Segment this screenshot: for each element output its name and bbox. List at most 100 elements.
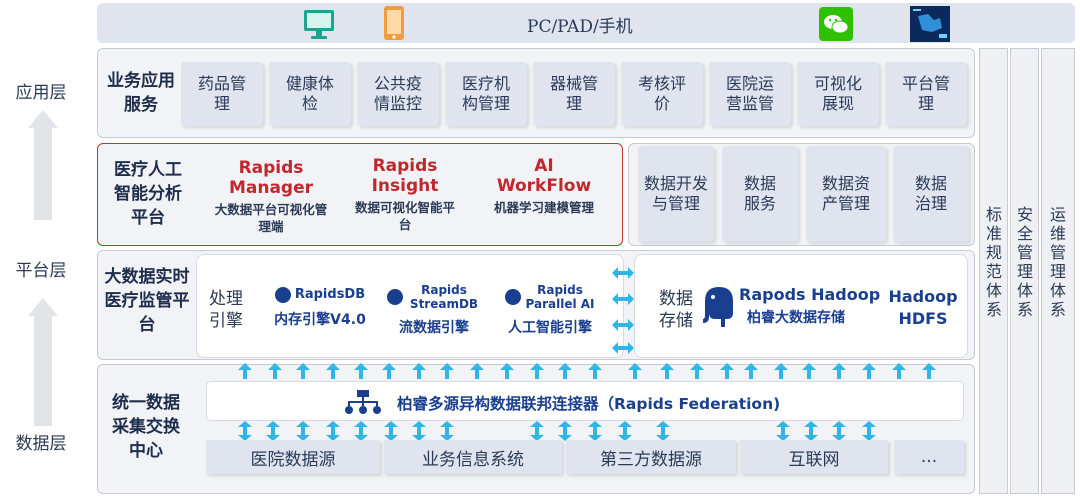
bigdata-title: 大数据实时医疗监管平台: [104, 267, 190, 335]
engine-label-text: 内存引擎V4.0: [274, 312, 366, 328]
app-service-tile: 考核评价: [621, 62, 703, 126]
app-service-tile: 可视化展现: [797, 62, 879, 126]
bidirectional-arrow-icon: [558, 421, 572, 441]
product-ai-workflow: AI WorkFlow 机器学习建模管理: [492, 156, 596, 216]
device-bar: PC/PAD/手机: [97, 3, 1075, 43]
product-name: AI WorkFlow: [496, 156, 592, 196]
ai-platform-box: 医疗人工智能分析平台: [97, 143, 623, 246]
layer-label-app: 应用层: [15, 83, 67, 103]
device-label: PC/PAD/手机: [527, 17, 633, 37]
up-arrow-icon: [296, 363, 310, 379]
engine-rapidsdb: RapidsDB 内存引擎V4.0: [262, 287, 378, 329]
up-arrow-icon: [382, 363, 396, 379]
bidirectional-arrow-icon: [776, 421, 790, 441]
bidirectional-arrow-icon: [588, 421, 602, 441]
hdfs-label: Hadoop HDFS: [888, 287, 958, 328]
service-data-dev: 数据开发与管理: [638, 146, 714, 242]
app-service-tile: 健康体检: [269, 62, 351, 126]
service-data-service: 数据服务: [722, 146, 798, 242]
gray-arrow-up-1: [28, 110, 58, 220]
storage-box: 数据存储 Rapods Hadoop 柏睿大数据存储 Hadoop HDFS: [634, 254, 968, 358]
bidirectional-arrow-icon: [832, 421, 846, 441]
federation-label: 柏睿多源异构数据联邦连接器（Rapids Federation): [397, 395, 781, 413]
dashboard-icon: [910, 6, 950, 46]
app-service-tile: 医疗机构管理: [445, 62, 527, 126]
bidirectional-arrow-icon: [412, 421, 426, 441]
data-source-tile: 互联网: [740, 440, 888, 474]
up-arrow-icon: [774, 363, 788, 379]
storage-desc: 柏睿大数据存储: [747, 310, 845, 326]
up-arrow-icon: [628, 363, 642, 379]
up-arrow-icon: [268, 363, 282, 379]
bidirectional-arrow-icon: [266, 421, 280, 441]
ai-platform-title: 医疗人工智能分析平台: [114, 160, 182, 228]
wechat-icon: [819, 7, 853, 45]
up-arrow-icon: [500, 363, 514, 379]
bidirectional-arrow-icon: [354, 421, 368, 441]
up-arrow-icon: [922, 363, 936, 379]
layer-label-platform: 平台层: [15, 261, 67, 281]
engine-parallel-ai: Rapids Parallel AI 人工智能引擎: [494, 283, 606, 337]
service-data-governance: 数据治理: [893, 146, 969, 242]
up-arrow-icon: [892, 363, 906, 379]
up-arrow-icon: [690, 363, 704, 379]
engine-label: 处理引擎: [209, 289, 243, 331]
service-data-asset: 数据资产管理: [806, 146, 886, 242]
up-arrow-icon: [238, 363, 252, 379]
storage-label: 数据存储: [659, 289, 693, 331]
streamdb-logo-icon: [387, 289, 403, 305]
monitor-icon: [302, 7, 336, 45]
up-arrow-icon: [744, 363, 758, 379]
bidirectional-arrow-icon: [440, 421, 454, 441]
up-arrow-icon: [832, 363, 846, 379]
app-service-tile: 医院运营监管: [709, 62, 791, 126]
bidirectional-arrow-icon: [612, 316, 634, 335]
layer-label-data: 数据层: [15, 434, 67, 454]
up-arrow-icon: [530, 363, 544, 379]
engine-logo: Rapids Parallel AI: [525, 283, 595, 311]
storage-product: Rapods Hadoop: [739, 285, 881, 304]
engine-label-text: 流数据引擎: [399, 320, 469, 336]
product-rapids-insight: Rapids Insight 数据可视化智能平台: [350, 156, 460, 233]
up-arrow-icon: [440, 363, 454, 379]
up-arrow-icon: [412, 363, 426, 379]
app-service-tile: 药品管理: [181, 62, 263, 126]
phone-icon: [383, 5, 405, 45]
app-services-title: 业务应用服务: [107, 71, 175, 115]
product-name: Rapids Insight: [371, 156, 439, 196]
bidirectional-arrow-icon: [238, 421, 252, 441]
bidirectional-arrow-icon: [656, 421, 670, 441]
data-source-tile: ...: [894, 440, 964, 474]
up-arrow-icon: [558, 363, 572, 379]
up-arrow-icon: [862, 363, 876, 379]
up-arrow-icon: [588, 363, 602, 379]
bidirectional-arrow-icon: [612, 264, 634, 283]
bidirectional-arrow-icon: [618, 421, 632, 441]
up-arrow-icon: [720, 363, 734, 379]
data-source-tile: 第三方数据源: [566, 440, 736, 474]
network-icon: [344, 389, 382, 419]
app-service-tile: 平台管理: [885, 62, 967, 126]
bidirectional-arrow-icon: [530, 421, 544, 441]
product-desc: 机器学习建模管理: [493, 200, 594, 215]
up-arrow-icon: [802, 363, 816, 379]
bidirectional-arrow-icon: [862, 421, 876, 441]
up-arrow-icon: [354, 363, 368, 379]
product-name: Rapids Manager: [228, 158, 314, 198]
side-bar-operations: 运维管理体系: [1041, 48, 1075, 494]
collection-title: 统一数据采集交换中心: [112, 393, 180, 461]
bidirectional-arrow-icon: [384, 421, 398, 441]
data-source-tile: 医院数据源: [206, 440, 380, 474]
bidirectional-arrow-icon: [612, 290, 634, 309]
up-arrow-icon: [660, 363, 674, 379]
product-desc: 大数据平台可视化管理端: [214, 202, 328, 234]
side-bar-standards: 标准规范体系: [979, 48, 1008, 494]
app-service-tile: 器械管理: [533, 62, 615, 126]
engine-box: 处理引擎: [196, 254, 624, 358]
rapidsdb-logo-icon: [274, 287, 291, 303]
engine-label-text: 人工智能引擎: [508, 320, 592, 336]
bidirectional-arrow-icon: [804, 421, 818, 441]
federation-bar: 柏睿多源异构数据联邦连接器（Rapids Federation): [206, 381, 964, 421]
bidirectional-arrow-icon: [326, 421, 340, 441]
engine-logo: Rapids StreamDB: [409, 283, 479, 311]
